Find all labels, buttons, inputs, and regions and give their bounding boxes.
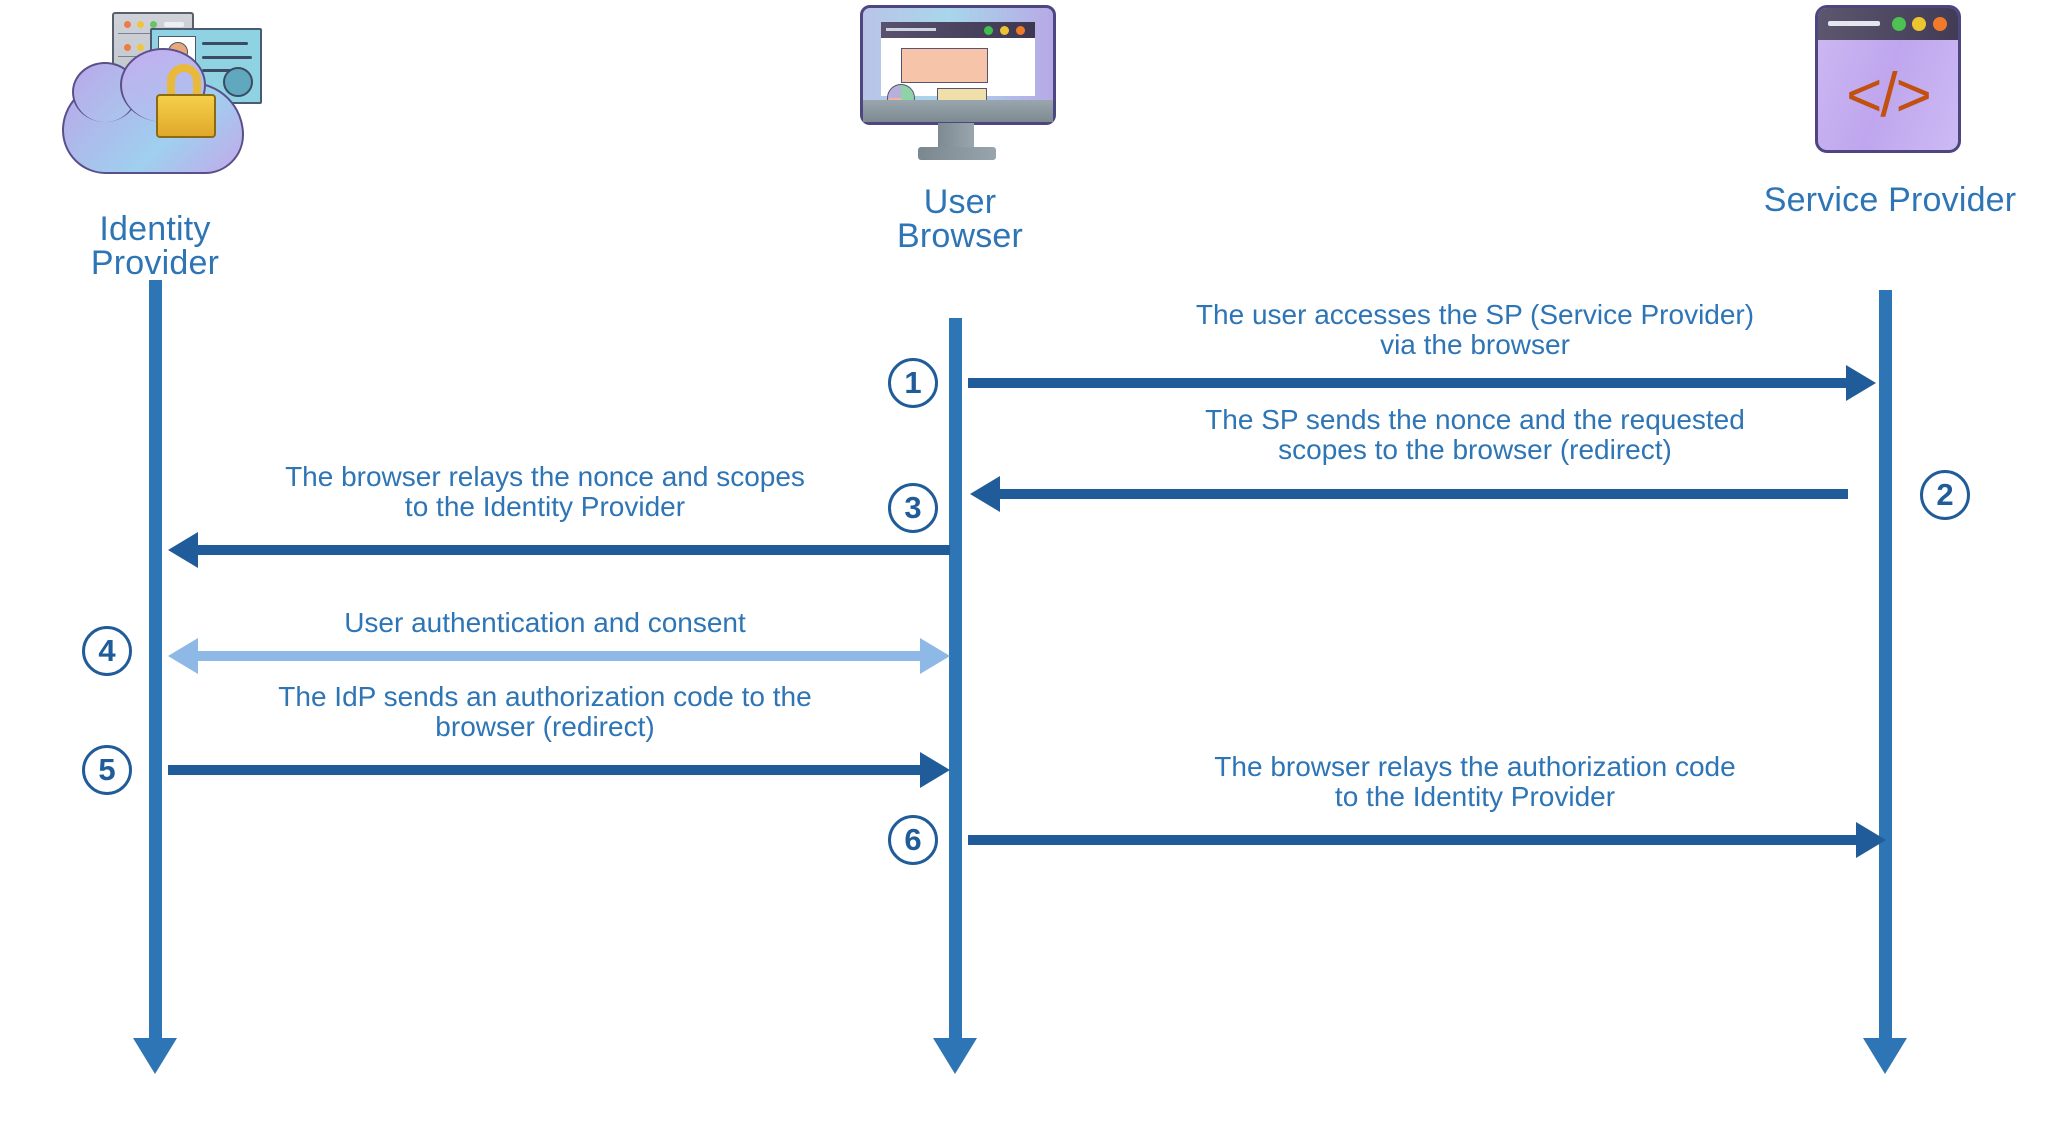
message-text-4: User authentication and consent [344, 607, 746, 638]
window-dot-green-icon [984, 26, 993, 35]
lifeline-service-provider [1879, 290, 1892, 1040]
message-text-1: The user accesses the SP (Service Provid… [1195, 299, 1755, 361]
message-arrow-5 [168, 765, 920, 775]
lifeline-user-browser [949, 318, 962, 1040]
lifeline-identity-provider [149, 280, 162, 1040]
lifeline-arrow-service-provider [1863, 1038, 1907, 1074]
actor-label-service-provider: Service Provider [1763, 181, 2017, 219]
lifeline-arrow-user-browser [933, 1038, 977, 1074]
message-text-5: The IdP sends an authorization code to t… [278, 681, 812, 743]
step-badge-2: 2 [1920, 470, 1970, 520]
message-text-6: The browser relays the authorization cod… [1214, 751, 1736, 813]
step-badge-3: 3 [888, 483, 938, 533]
browser-titlebar [1818, 8, 1958, 40]
lifeline-arrow-identity-provider [133, 1038, 177, 1074]
message-arrowhead-6 [1856, 822, 1886, 858]
window-dot-yellow-icon [1912, 17, 1926, 31]
step-badge-4: 4 [82, 626, 132, 676]
message-arrowhead-3 [168, 532, 198, 568]
desktop-monitor-browser-icon [860, 5, 1060, 165]
step-badge-6: 6 [888, 815, 938, 865]
step-badge-1: 1 [888, 358, 938, 408]
actor-label-user-browser: User Browser [896, 183, 1024, 255]
padlock-icon [167, 64, 201, 100]
window-dot-yellow-icon [1000, 26, 1009, 35]
message-arrow-4 [198, 651, 920, 661]
actor-identity-provider: Identity Provider [40, 10, 270, 280]
message-text-3: The browser relays the nonce and scopes … [285, 461, 805, 523]
message-arrowhead-5 [920, 752, 950, 788]
window-dot-orange-icon [1933, 17, 1947, 31]
cloud-icon [62, 48, 244, 174]
message-arrowhead-4-left [168, 638, 198, 674]
code-window-icon: </> [1815, 5, 1965, 157]
message-text-2: The SP sends the nonce and the requested… [1205, 404, 1745, 466]
cloud-server-id-card-padlock-icon [40, 10, 270, 190]
message-arrow-1 [968, 378, 1848, 388]
message-arrow-6 [968, 835, 1858, 845]
browser-titlebar [881, 22, 1035, 38]
window-dot-orange-icon [1016, 26, 1025, 35]
window-dot-green-icon [1892, 17, 1906, 31]
actor-user-browser: User Browser [860, 5, 1060, 253]
message-arrow-2 [1000, 489, 1848, 499]
message-arrowhead-2 [970, 476, 1000, 512]
message-arrowhead-1 [1846, 365, 1876, 401]
actor-label-identity-provider: Identity Provider [90, 210, 220, 282]
code-glyph-icon: </> [1846, 60, 1932, 130]
step-badge-5: 5 [82, 745, 132, 795]
message-arrow-3 [198, 545, 950, 555]
message-arrowhead-4-right [920, 638, 950, 674]
actor-service-provider: </> Service Provider [1760, 5, 2020, 217]
